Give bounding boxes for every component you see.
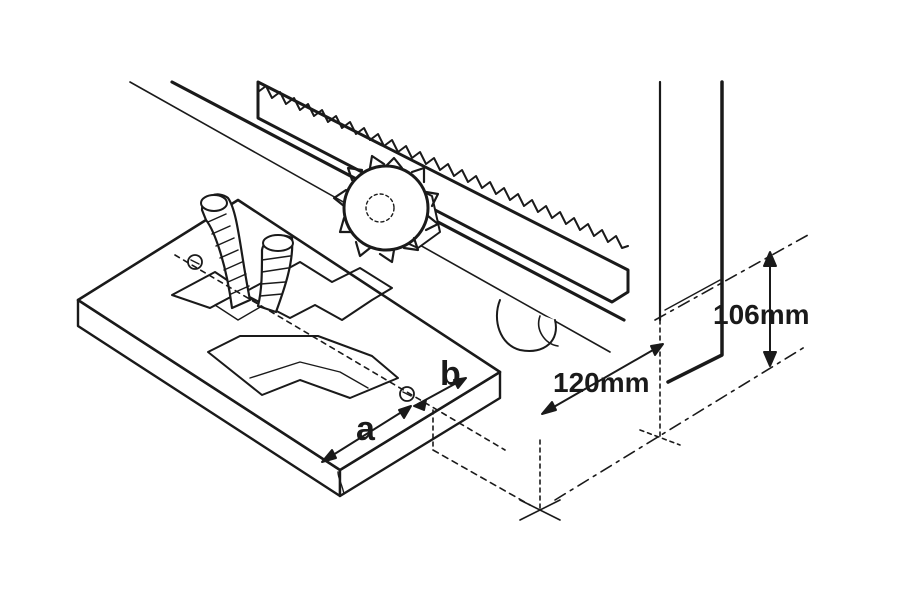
dimension-label-height: 106mm (713, 299, 810, 330)
dimension-lines (174, 234, 809, 521)
dimension-label-b: b (440, 355, 461, 393)
corrugated-conduits (200, 193, 294, 314)
gate-wheel (495, 299, 559, 352)
rack-teeth (257, 85, 629, 249)
gear-rack (256, 80, 630, 304)
pinion-gear (332, 154, 441, 264)
dimension-label-width: 120mm (553, 367, 650, 398)
dimension-arrows (321, 251, 777, 463)
dimension-label-a: a (356, 410, 376, 448)
gate-panel (658, 80, 724, 384)
